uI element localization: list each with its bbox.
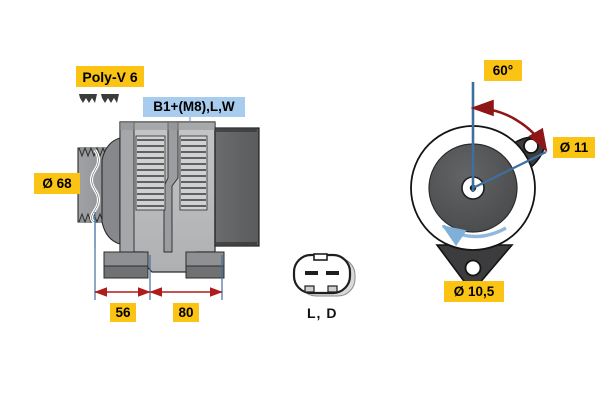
label-pulley-diameter: Ø 68 [34,173,80,194]
stator-vents-left [135,135,166,211]
mounting-feet [103,251,225,279]
label-dimension-right: 80 [173,303,199,322]
label-connector-pins-text: L, D [307,305,338,321]
rear-cover [214,127,260,247]
label-terminals-text: B1+(M8),L,W [153,99,235,115]
label-pulley-diameter-text: Ø 68 [42,175,72,191]
label-hole-lower: Ø 10,5 [444,281,504,302]
label-pulley-type: Poly-V 6 [76,66,144,87]
radial-center-line [472,151,547,189]
label-pulley-type-text: Poly-V 6 [82,68,138,85]
label-connector-pins: L, D [307,305,337,321]
upper-mounting-hole [523,138,539,154]
label-dimension-right-text: 80 [178,304,194,320]
label-hole-upper: Ø 11 [553,137,595,158]
label-angle: 60° [484,60,522,81]
poly-v-belt-profile-icon [79,94,119,103]
pin-2 [326,271,339,275]
drive-end-housing [101,137,121,245]
alternator-front-view [410,82,548,294]
lower-mounting-hole [464,259,482,277]
label-dimension-left-text: 56 [115,304,131,320]
label-dimension-left: 56 [110,303,136,322]
label-terminals: B1+(M8),L,W [143,97,245,117]
label-angle-text: 60° [492,62,514,78]
rotation-direction-icon [441,224,507,247]
label-hole-lower-text: Ø 10,5 [453,283,495,299]
connector-detail-view [292,253,356,297]
housing-front-band [119,121,135,253]
housing-center-rib [163,121,179,253]
alternator-side-view [77,94,260,300]
stator-vents-right [179,135,208,211]
pin-1 [305,271,318,275]
label-hole-upper-text: Ø 11 [559,139,589,155]
angle-arc [470,99,548,153]
housing-top-shadow [120,122,215,130]
